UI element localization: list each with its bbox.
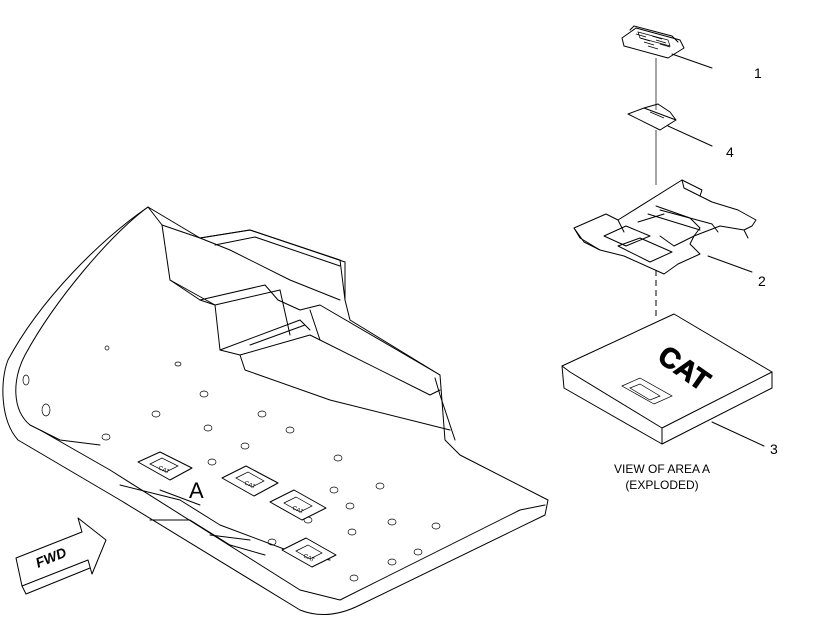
floor-badge: CAT	[221, 465, 279, 497]
callout-3: 3	[770, 441, 778, 457]
exploded-view: 1 4 2	[561, 25, 778, 492]
part-1-clip	[621, 25, 685, 59]
callout-2: 2	[758, 273, 766, 289]
part-3-badge-pad: CAT	[561, 313, 773, 445]
part-2-bracket	[573, 179, 757, 275]
floor-badge: CAT	[269, 489, 327, 521]
forward-arrow: FWD	[15, 517, 107, 595]
floor-badge-text: CAT	[302, 553, 315, 563]
callout-1: 1	[754, 65, 762, 81]
mounting-holes	[22, 345, 441, 582]
part-4-plate	[627, 103, 677, 131]
callout-4: 4	[726, 144, 734, 160]
floor-badge-text: CAT	[157, 465, 170, 475]
floor-badges: CAT CAT CAT CAT	[137, 451, 337, 568]
seat-floor-assembly: CAT CAT CAT CAT A	[2, 206, 549, 615]
floor-badge-text: CAT	[243, 480, 256, 490]
caption-line-1: VIEW OF AREA A	[614, 462, 710, 476]
floor-badge: CAT	[137, 451, 193, 481]
caption-line-2: (EXPLODED)	[625, 478, 698, 492]
area-a-label: A	[189, 478, 204, 503]
floor-badge: CAT	[281, 537, 337, 568]
floor-badge-text: CAT	[291, 505, 304, 515]
